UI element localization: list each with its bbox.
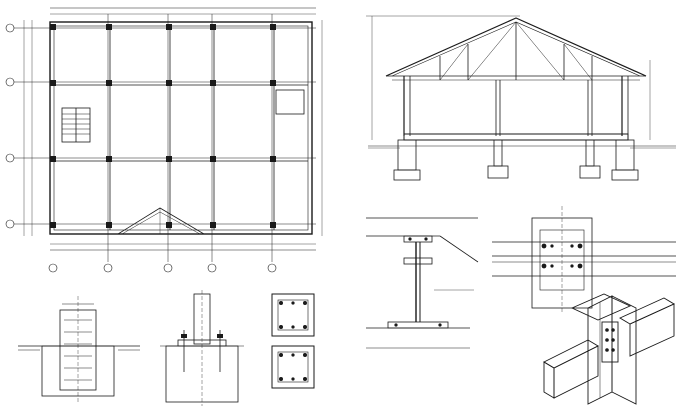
footing-section-detail bbox=[18, 296, 140, 404]
beam-bolts bbox=[394, 237, 442, 327]
isometric-steel-joint bbox=[543, 293, 675, 405]
rebar-dots bbox=[279, 301, 307, 381]
floor-plan bbox=[14, 7, 323, 262]
anchor-bolt-heads bbox=[181, 334, 223, 338]
plan-columns bbox=[50, 24, 276, 228]
column-cross-sections bbox=[271, 293, 315, 389]
plan-bolt-heads bbox=[541, 243, 583, 269]
i-beam-section-detail bbox=[366, 217, 479, 349]
grid-bubbles bbox=[5, 23, 277, 273]
building-section bbox=[366, 15, 676, 181]
beam-column-plan-detail bbox=[492, 206, 676, 312]
column-base-detail bbox=[160, 290, 244, 406]
iso-bolts bbox=[605, 328, 615, 352]
